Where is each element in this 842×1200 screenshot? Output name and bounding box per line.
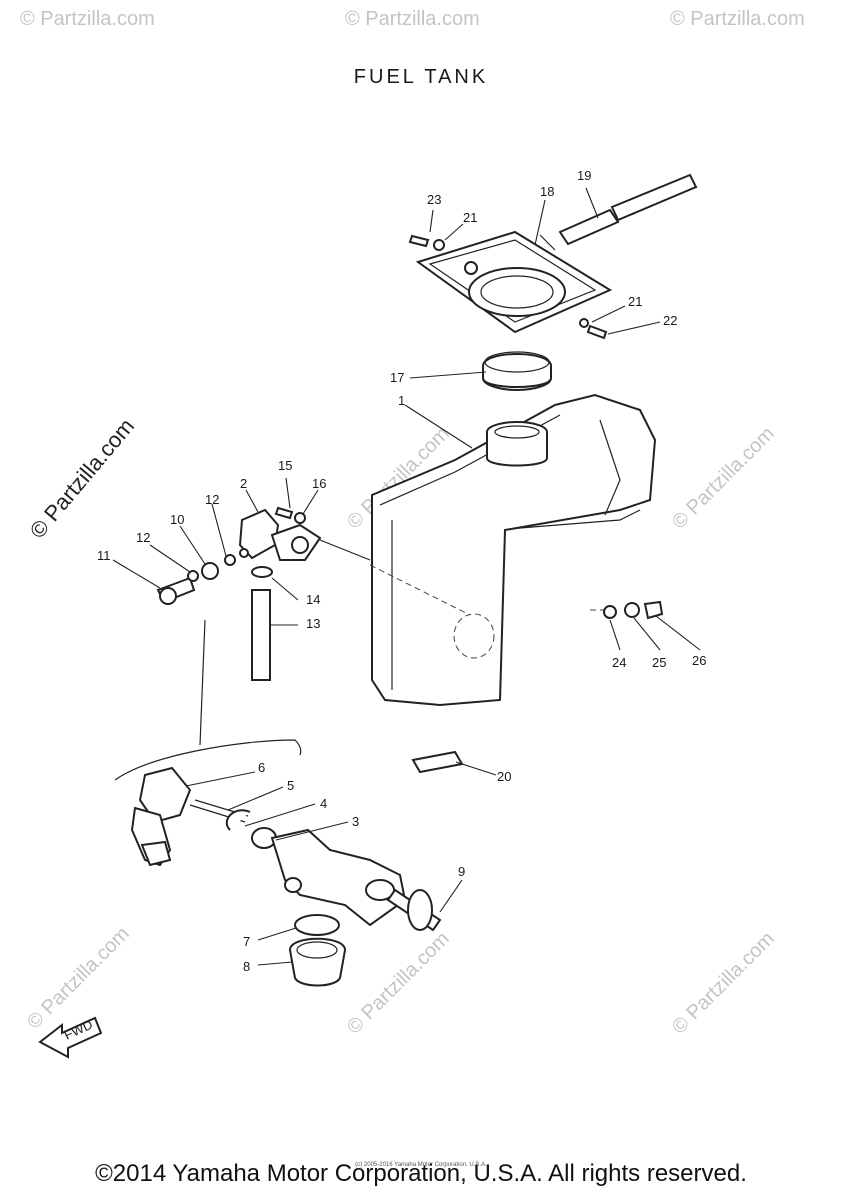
callout-18: 18 <box>540 184 554 199</box>
watermark: © Partzilla.com <box>670 8 805 30</box>
footer-copyright: ©2014 Yamaha Motor Corporation, U.S.A. A… <box>95 1160 747 1187</box>
callout-labels: 1 2 3 4 5 6 7 8 9 10 11 12 12 13 14 15 1… <box>97 168 706 974</box>
parts-13-14-hose <box>199 566 273 746</box>
screws-top <box>408 234 608 340</box>
part-17-fuel-cap <box>482 351 552 391</box>
callout-19: 19 <box>577 168 591 183</box>
watermark: © Partzilla.com <box>668 928 779 1039</box>
callout-2: 2 <box>240 476 247 491</box>
callout-12-right: 12 <box>205 492 219 507</box>
part-18-tray <box>415 230 613 334</box>
callout-5: 5 <box>287 778 294 793</box>
watermark-large: © Partzilla.com <box>25 414 139 544</box>
part-6-lever <box>130 766 192 867</box>
callout-1: 1 <box>398 393 405 408</box>
callout-11: 11 <box>97 548 111 563</box>
callout-21-right: 21 <box>628 294 642 309</box>
callout-12-left: 12 <box>136 530 150 545</box>
parts-7-8-cup <box>288 914 347 987</box>
callout-8: 8 <box>243 959 250 974</box>
part-2-fuel-cock <box>238 508 371 561</box>
callout-7: 7 <box>243 934 250 949</box>
callout-16: 16 <box>312 476 326 491</box>
diagram-title: FUEL TANK <box>353 66 489 88</box>
callout-23: 23 <box>427 192 441 207</box>
part-20-damper <box>411 750 464 774</box>
part-1-fuel-tank <box>369 393 657 707</box>
callout-22: 22 <box>663 313 677 328</box>
watermark: © Partzilla.com <box>20 8 155 30</box>
callout-15: 15 <box>278 458 292 473</box>
watermark: © Partzilla.com <box>23 923 134 1034</box>
callout-3: 3 <box>352 814 359 829</box>
parts-3-5-spring-oring <box>189 799 277 849</box>
callout-20: 20 <box>497 769 511 784</box>
parts-15-16-screw <box>274 506 306 524</box>
leader-lines <box>112 187 701 966</box>
callout-6: 6 <box>258 760 265 775</box>
callout-10: 10 <box>170 512 184 527</box>
fuel-cock-body <box>270 828 442 932</box>
callout-13: 13 <box>306 616 320 631</box>
callout-24: 24 <box>612 655 626 670</box>
callout-17: 17 <box>390 370 404 385</box>
callout-14: 14 <box>306 592 320 607</box>
callout-9: 9 <box>458 864 465 879</box>
detail-bracket <box>114 739 302 781</box>
watermark: © Partzilla.com <box>668 423 779 534</box>
parts-24-26-nuts <box>603 600 664 620</box>
watermark: © Partzilla.com <box>343 928 454 1039</box>
part-19-hose <box>558 173 698 246</box>
callout-25: 25 <box>652 655 666 670</box>
watermark: © Partzilla.com <box>345 8 480 30</box>
parts-10-12-union <box>156 548 249 605</box>
callout-21-top: 21 <box>463 210 477 225</box>
footer-small-copyright: (c) 2005-2016 Yamaha Motor Corporation, … <box>355 1162 487 1168</box>
callout-4: 4 <box>320 796 327 811</box>
callout-26: 26 <box>692 653 706 668</box>
